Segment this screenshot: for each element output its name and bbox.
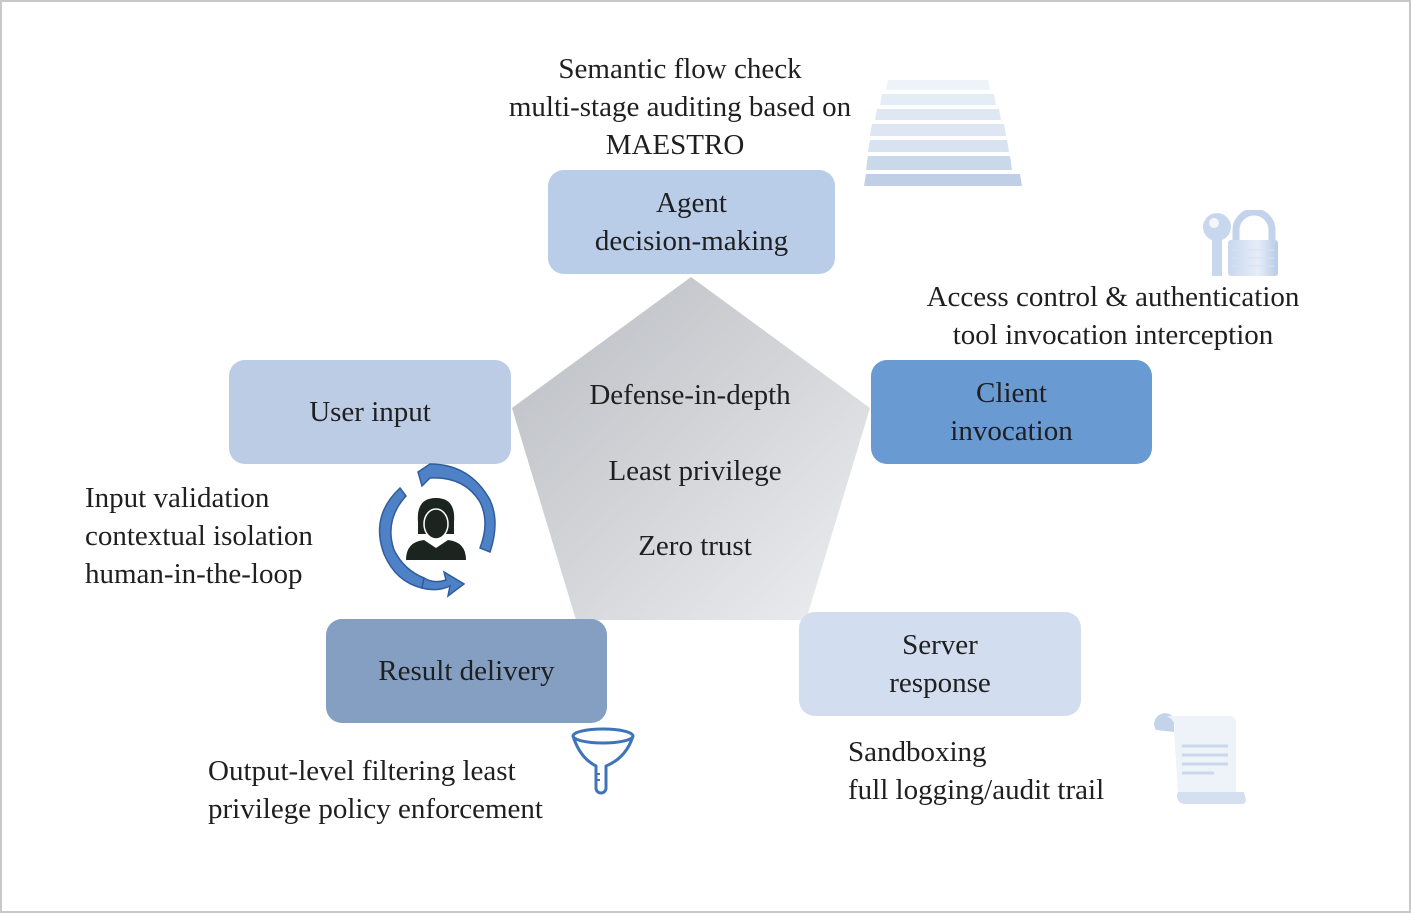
client-measures: Access control & authentication tool inv… — [895, 278, 1331, 354]
stage-user-input[interactable]: User input — [229, 360, 511, 464]
measure-line: Input validation — [85, 482, 270, 514]
measure-line: full logging/audit trail — [848, 774, 1105, 806]
measure-line: Sandboxing — [848, 736, 987, 768]
person-icon — [406, 498, 466, 560]
pentagon-shape — [512, 277, 870, 620]
cycle-arrow — [417, 463, 496, 553]
principle-zero-trust: Zero trust — [638, 530, 752, 562]
stage-label-line: Server — [902, 629, 978, 661]
cycle-arrow — [421, 570, 466, 598]
measure-line: Output-level filtering least — [208, 755, 516, 787]
stairs-icon — [864, 80, 1022, 186]
cycle-arrow — [378, 486, 425, 589]
measure-line: multi-stage auditing based on — [508, 91, 852, 123]
human-loop-icon — [378, 463, 496, 598]
principle-defense-in-depth: Defense-in-depth — [589, 379, 791, 411]
server-measures: Sandboxing full logging/audit trail — [848, 733, 1104, 809]
stage-label-line: Result delivery — [378, 655, 555, 687]
stage-result-delivery[interactable]: Result delivery — [326, 619, 607, 723]
stage-agent-decision-making[interactable]: Agent decision-making — [548, 170, 835, 274]
stage-label-line: Agent — [656, 187, 727, 219]
stage-client-invocation[interactable]: Client invocation — [871, 360, 1152, 464]
result-measures: Output-level filtering least privilege p… — [208, 752, 543, 828]
measure-line: tool invocation interception — [952, 319, 1274, 351]
lock-key-icon — [1203, 210, 1278, 276]
scroll-document-icon — [1154, 713, 1246, 804]
stage-label-line: User input — [309, 396, 431, 428]
measure-line: human-in-the-loop — [85, 558, 303, 590]
funnel-icon — [571, 727, 635, 795]
measure-line: Semantic flow check — [558, 53, 802, 85]
stage-label-line: response — [889, 667, 991, 699]
measure-line: MAESTRO — [605, 129, 745, 161]
user-measures: Input validation contextual isolation hu… — [85, 479, 313, 593]
measure-line: contextual isolation — [85, 520, 313, 552]
stage-label-line: decision-making — [594, 225, 789, 257]
principle-least-privilege: Least privilege — [608, 455, 782, 487]
agent-measures: Semantic flow check multi-stage auditing… — [470, 50, 890, 164]
measure-line: Access control & authentication — [926, 281, 1300, 313]
measure-line: privilege policy enforcement — [208, 793, 543, 825]
stage-server-response[interactable]: Server response — [799, 612, 1081, 716]
stage-label-line: invocation — [950, 415, 1073, 447]
stage-label-line: Client — [976, 377, 1047, 409]
